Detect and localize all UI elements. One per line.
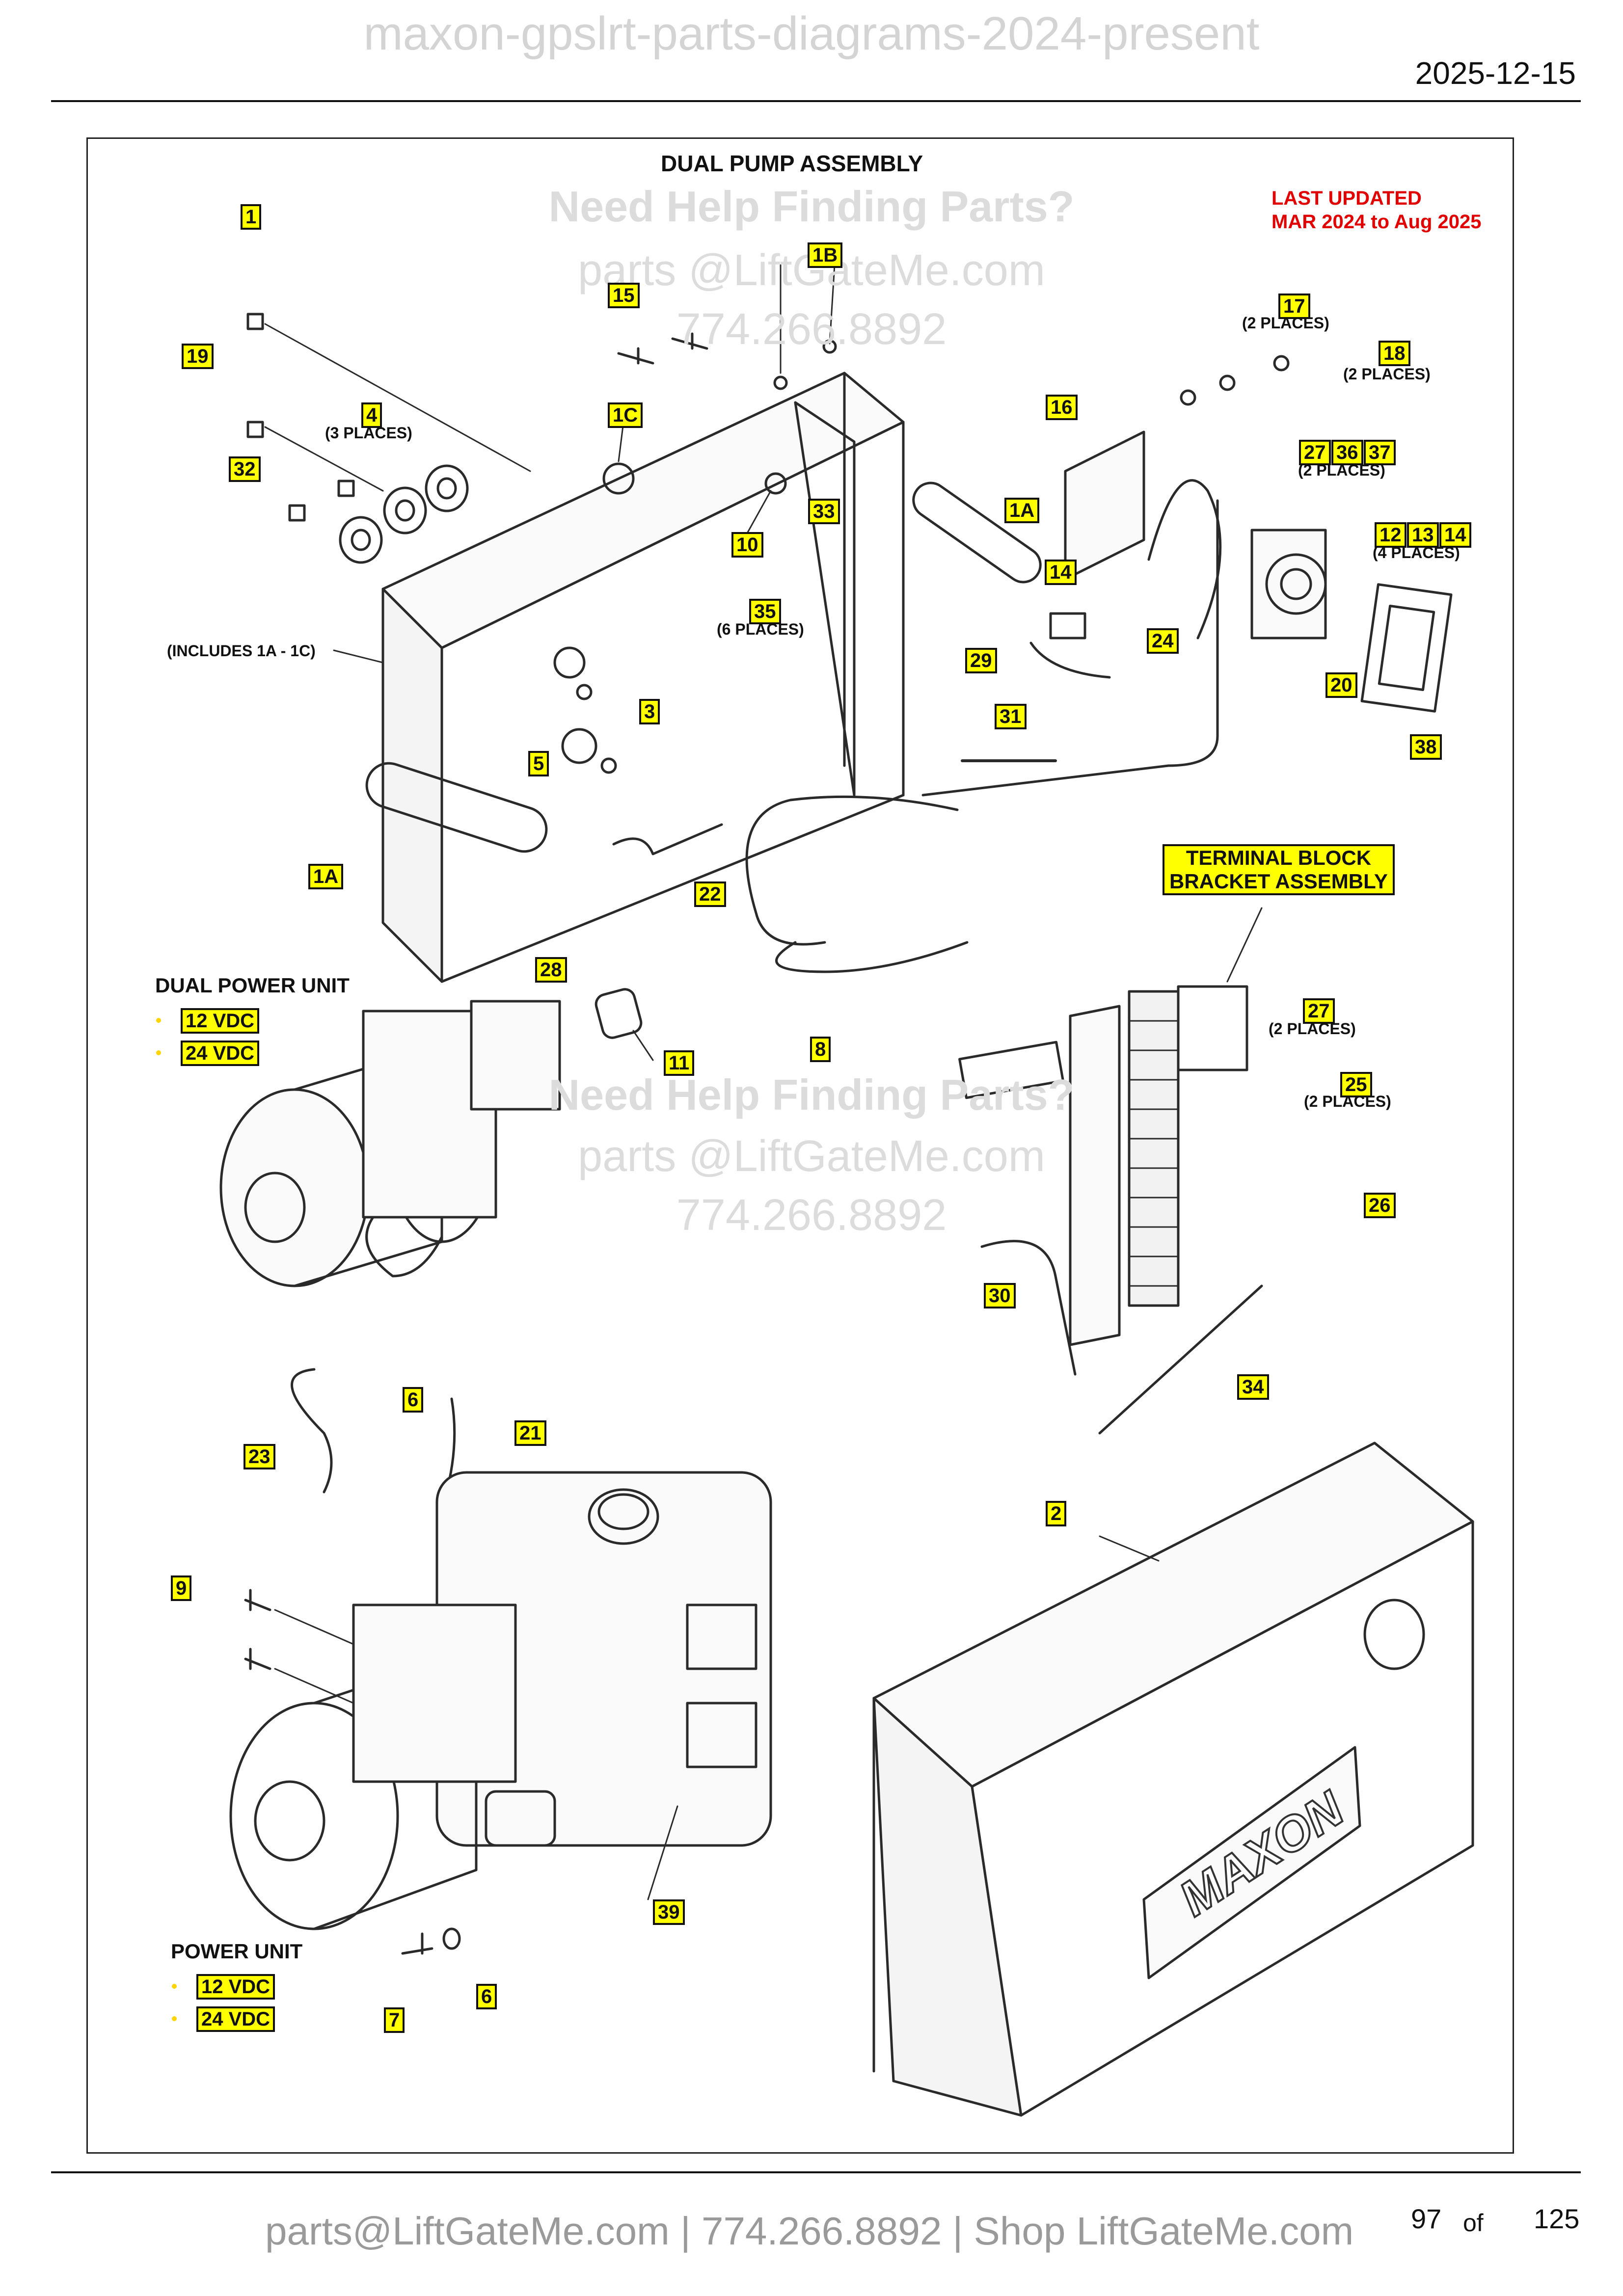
callout-35[interactable]: 35 <box>749 599 781 624</box>
callout-26[interactable]: 26 <box>1364 1193 1396 1218</box>
watermark-phone-mid: 774.266.8892 <box>676 1191 947 1240</box>
callout-1b[interactable]: 1B <box>808 242 843 268</box>
diagram-frame <box>86 137 1514 2154</box>
callout-37[interactable]: 37 <box>1364 440 1396 465</box>
callout-23[interactable]: 23 <box>243 1444 275 1469</box>
callout-20[interactable]: 20 <box>1325 672 1357 698</box>
dual-power-unit-caption: DUAL POWER UNIT <box>155 974 350 997</box>
tag-24vdc-dual[interactable]: 24 VDC <box>181 1041 260 1066</box>
grommets <box>339 464 469 564</box>
tag-12vdc-single[interactable]: 12 VDC <box>196 1974 275 2000</box>
pump-frame <box>381 339 905 983</box>
footer-contact[interactable]: parts@LiftGateMe.com | 774.266.8892 | Sh… <box>265 2209 1354 2253</box>
callout-14-right[interactable]: 14 <box>1439 522 1471 548</box>
bullet-24v-dual <box>156 1050 161 1055</box>
terminal-block-title: TERMINAL BLOCK BRACKET ASSEMBLY <box>1163 844 1395 895</box>
callout-19[interactable]: 19 <box>182 344 214 369</box>
note-12-places: (4 PLACES) <box>1373 544 1460 561</box>
watermark-help-top: Need Help Finding Parts? <box>548 182 1075 231</box>
callout-7[interactable]: 7 <box>384 2007 405 2033</box>
note-18-places: (2 PLACES) <box>1343 365 1431 383</box>
callout-1a-right[interactable]: 1A <box>1004 498 1040 523</box>
callout-12[interactable]: 12 <box>1375 522 1407 548</box>
bullet-24v-single <box>172 2016 177 2021</box>
footer-rule <box>51 2171 1581 2173</box>
callout-17[interactable]: 17 <box>1278 294 1310 319</box>
last-updated: LAST UPDATED <box>1271 187 1422 209</box>
note-25-places: (2 PLACES) <box>1304 1093 1391 1110</box>
tag-12vdc-dual[interactable]: 12 VDC <box>181 1008 260 1034</box>
callout-33[interactable]: 33 <box>808 499 840 524</box>
terminal-block-line2: BRACKET ASSEMBLY <box>1169 870 1388 893</box>
callout-14-left[interactable]: 14 <box>1045 560 1077 585</box>
header-rule <box>51 100 1581 102</box>
terminal-block-line1: TERMINAL BLOCK <box>1186 846 1372 869</box>
callout-27-upper[interactable]: 27 <box>1299 440 1331 465</box>
document-title: maxon-gpslrt-parts-diagrams-2024-present <box>363 7 1260 60</box>
callout-5[interactable]: 5 <box>528 751 549 776</box>
callout-6-lower[interactable]: 6 <box>476 1984 497 2009</box>
callout-24[interactable]: 24 <box>1147 628 1179 654</box>
power-unit-caption: POWER UNIT <box>171 1940 303 1963</box>
callout-29[interactable]: 29 <box>965 648 997 673</box>
watermark-phone-top: 774.266.8892 <box>676 305 947 354</box>
page-total: 125 <box>1534 2203 1580 2234</box>
tag-24vdc-single[interactable]: 24 VDC <box>196 2006 275 2032</box>
callout-9[interactable]: 9 <box>171 1575 192 1601</box>
callout-16[interactable]: 16 <box>1046 395 1078 420</box>
bullet-12v-dual <box>156 1018 161 1023</box>
watermark-email-mid: parts @LiftGateMe.com <box>578 1132 1045 1181</box>
callout-32[interactable]: 32 <box>229 456 261 482</box>
callout-3[interactable]: 3 <box>639 699 660 724</box>
callout-1a-left[interactable]: 1A <box>308 864 344 889</box>
page-of: of <box>1463 2209 1484 2237</box>
callout-30[interactable]: 30 <box>984 1283 1016 1308</box>
callout-21[interactable]: 21 <box>514 1420 546 1446</box>
update-range: MAR 2024 to Aug 2025 <box>1271 211 1482 233</box>
callout-39[interactable]: 39 <box>653 1899 685 1925</box>
callout-31[interactable]: 31 <box>995 704 1027 729</box>
callout-2[interactable]: 2 <box>1046 1501 1067 1526</box>
note-includes: (INCLUDES 1A - 1C) <box>167 642 316 660</box>
note-35-places: (6 PLACES) <box>717 620 804 638</box>
watermark-help-mid: Need Help Finding Parts? <box>548 1070 1075 1119</box>
bullet-12v-single <box>172 1984 177 1989</box>
callout-36[interactable]: 36 <box>1331 440 1363 465</box>
callout-6-upper[interactable]: 6 <box>403 1387 424 1413</box>
callout-1c[interactable]: 1C <box>608 402 643 428</box>
callout-4[interactable]: 4 <box>361 402 382 428</box>
callout-10[interactable]: 10 <box>731 532 763 558</box>
print-date: 2025-12-15 <box>1415 55 1576 91</box>
callout-13[interactable]: 13 <box>1407 522 1439 548</box>
callout-11[interactable]: 11 <box>664 1050 695 1076</box>
callout-8[interactable]: 8 <box>810 1037 831 1062</box>
callout-18[interactable]: 18 <box>1379 341 1410 366</box>
page-number: 97 <box>1411 2203 1442 2234</box>
callout-27-lower[interactable]: 27 <box>1303 998 1335 1024</box>
callout-25[interactable]: 25 <box>1340 1072 1372 1097</box>
callout-38[interactable]: 38 <box>1410 734 1442 760</box>
callout-34[interactable]: 34 <box>1237 1374 1269 1400</box>
callout-28[interactable]: 28 <box>535 957 567 983</box>
note-17-places: (2 PLACES) <box>1242 314 1329 332</box>
note-27-lower-places: (2 PLACES) <box>1269 1020 1356 1038</box>
callout-15[interactable]: 15 <box>608 283 640 308</box>
diagram-title: DUAL PUMP ASSEMBLY <box>661 151 923 176</box>
callout-22[interactable]: 22 <box>694 881 726 907</box>
callout-1[interactable]: 1 <box>241 204 262 230</box>
note-4-places: (3 PLACES) <box>325 424 412 442</box>
note-27-upper-places: (2 PLACES) <box>1298 461 1385 479</box>
